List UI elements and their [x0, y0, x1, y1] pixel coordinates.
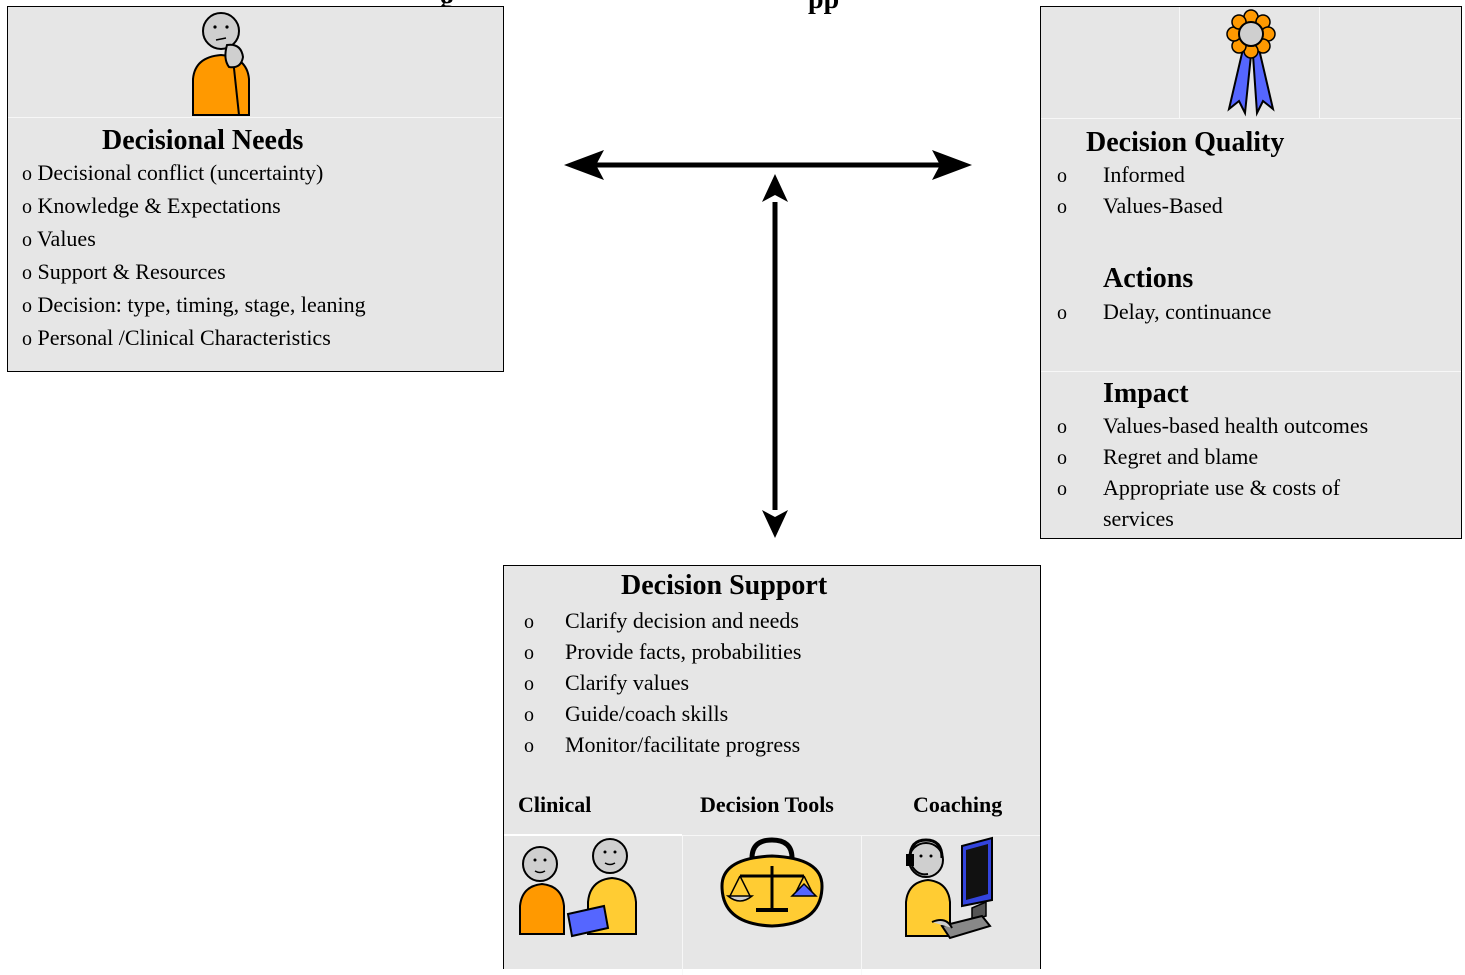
- arrow-head-down: [762, 510, 788, 538]
- impact-heading: Impact: [1103, 378, 1189, 409]
- bullet: o: [524, 704, 534, 726]
- decision-quality-heading: Decision Quality: [1086, 127, 1285, 158]
- column-label-clinical: Clinical: [518, 792, 592, 817]
- bullet: o: [524, 642, 534, 664]
- divider: [504, 834, 682, 836]
- bullet: o: [1057, 478, 1067, 500]
- header-fragment-right: pp: [808, 0, 839, 16]
- support-item: Guide/coach skills: [565, 701, 729, 726]
- bullet: o: [524, 735, 534, 757]
- divider: [8, 117, 502, 118]
- item-text: Decisional conflict (uncertainty): [37, 160, 324, 185]
- impact-item: services: [1103, 506, 1174, 531]
- actions-heading: Actions: [1103, 263, 1194, 294]
- impact-item: Values-based health outcomes: [1103, 413, 1369, 438]
- divider: [1041, 371, 1461, 372]
- bullet: o: [1057, 165, 1067, 187]
- divider: [1319, 7, 1320, 118]
- connector-arrows: [564, 150, 972, 538]
- list-item: o Support & Resources: [22, 256, 366, 289]
- support-item: Monitor/facilitate progress: [565, 732, 801, 757]
- quality-item: Values-Based: [1103, 193, 1223, 218]
- bullet: o: [524, 673, 534, 695]
- actions-item: Delay, continuance: [1103, 299, 1272, 324]
- impact-item: Regret and blame: [1103, 444, 1259, 469]
- bullet: o: [22, 196, 32, 218]
- divider: [1179, 7, 1180, 118]
- bullet: o: [22, 229, 32, 251]
- column-label-decision-tools: Decision Tools: [700, 792, 834, 817]
- decision-toolbag-icon: [720, 837, 824, 928]
- decisional-needs-heading: Decisional Needs: [102, 125, 304, 156]
- list-item: o Knowledge & Expectations: [22, 190, 366, 223]
- bullet: o: [22, 295, 32, 317]
- arrow-head-left: [564, 150, 604, 180]
- support-item: Provide facts, probabilities: [565, 639, 802, 664]
- quality-item: Informed: [1103, 162, 1185, 187]
- coach-computer-icon: [905, 836, 993, 940]
- bullet: o: [22, 163, 32, 185]
- decisional-needs-box: Decisional Needs o Decisional conflict (…: [7, 6, 504, 372]
- award-ribbon-icon: [1226, 9, 1276, 117]
- arrow-head-right: [932, 150, 972, 180]
- list-item: o Decisional conflict (uncertainty): [22, 157, 366, 190]
- arrow-head-up: [762, 174, 788, 202]
- decision-support-box: Decision Support o Clarify decision and …: [503, 565, 1041, 975]
- divider: [861, 835, 862, 975]
- bullet: o: [524, 611, 534, 633]
- clinicians-icon: [519, 838, 637, 938]
- support-item: Clarify decision and needs: [565, 608, 799, 633]
- thinking-person-icon: [192, 12, 250, 116]
- impact-item: Appropriate use & costs of: [1103, 475, 1341, 500]
- list-item: o Decision: type, timing, stage, leaning: [22, 289, 366, 322]
- bullet: o: [22, 328, 32, 350]
- item-text: Support & Resources: [37, 259, 226, 284]
- item-text: Decision: type, timing, stage, leaning: [37, 292, 366, 317]
- bullet: o: [22, 262, 32, 284]
- bullet: o: [1057, 196, 1067, 218]
- bullet: o: [1057, 447, 1067, 469]
- divider: [1041, 118, 1461, 119]
- item-text: Values: [37, 226, 96, 251]
- decisional-needs-list: o Decisional conflict (uncertainty) o Kn…: [22, 157, 366, 355]
- decision-quality-box: Decision Quality o Informed o Values-Bas…: [1040, 6, 1462, 539]
- list-item: o Personal /Clinical Characteristics: [22, 322, 366, 355]
- decision-support-heading: Decision Support: [621, 570, 828, 601]
- list-item: o Values: [22, 223, 366, 256]
- divider: [682, 835, 683, 975]
- bullet: o: [1057, 416, 1067, 438]
- item-text: Knowledge & Expectations: [37, 193, 281, 218]
- column-label-coaching: Coaching: [913, 792, 1003, 817]
- support-item: Clarify values: [565, 670, 690, 695]
- item-text: Personal /Clinical Characteristics: [37, 325, 331, 350]
- bullet: o: [1057, 302, 1067, 324]
